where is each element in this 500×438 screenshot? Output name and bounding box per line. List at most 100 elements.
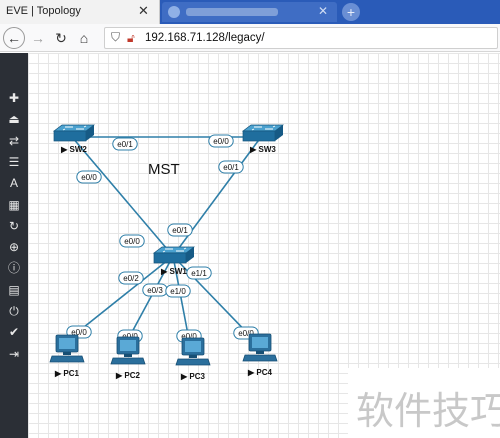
device-pc4[interactable]: ▶ PC4 <box>242 333 278 377</box>
topology-label[interactable]: MST <box>148 161 180 178</box>
port-label-text: e0/1 <box>117 140 133 149</box>
port-label-text: e0/0 <box>213 137 229 146</box>
device-sw3[interactable]: ▶ SW3 <box>241 124 285 154</box>
port-label-text: e0/0 <box>71 328 87 337</box>
check-circle-icon[interactable]: ✔ <box>8 325 20 340</box>
port-label-text: e0/0 <box>181 332 197 341</box>
pc-stand <box>256 351 264 354</box>
url-text: 192.168.71.128/legacy/ <box>145 32 265 44</box>
grid-icon[interactable]: ▦ <box>8 197 20 212</box>
forward-button[interactable]: → <box>31 30 45 46</box>
zoom-in-icon[interactable]: ⊕ <box>8 240 20 255</box>
topology-diagram[interactable]: e0/1 e0/0 e0/0 e0/0 e0/1 e0/1 e0/2 e0/0 e0/3 e0/0… <box>28 53 500 438</box>
new-tab-button[interactable]: + <box>342 3 360 21</box>
switch-arrows <box>251 125 276 131</box>
pc-screen <box>120 340 136 351</box>
port-label-pill <box>118 271 144 285</box>
switch-side <box>186 247 194 263</box>
switch-body <box>53 130 87 142</box>
device-label[interactable]: ▶ PC2 <box>115 371 140 380</box>
port-label-text: e0/1 <box>223 163 239 172</box>
port-label-text: e0/1 <box>172 226 188 235</box>
port-label-pill <box>119 234 145 248</box>
port-label-text: e0/0 <box>81 173 97 182</box>
pc-screen <box>185 341 201 352</box>
font-icon[interactable]: A <box>9 176 18 191</box>
power-icon[interactable]: ⏻ <box>9 304 19 318</box>
port-label-text: e1/0 <box>170 287 186 296</box>
port-label[interactable]: e1/1 <box>186 266 212 280</box>
eve-sidebar: ✚ ⏏ ⇄ ☰ A ▦ ↻ ⊕ ⓘ ▤ ⏻ ✔ ⇥ <box>0 53 28 438</box>
port-label[interactable]: e0/1 <box>167 223 193 237</box>
refresh-icon[interactable]: ↻ <box>8 218 20 233</box>
port-label[interactable]: e1/0 <box>165 284 191 298</box>
device-pc2[interactable]: ▶ PC2 <box>110 336 146 380</box>
port-label[interactable]: e0/0 <box>76 170 102 184</box>
port-label[interactable]: e0/2 <box>118 271 144 285</box>
home-button[interactable]: ⌂ <box>79 30 89 46</box>
tab-title: EVE | Topology <box>6 5 81 17</box>
close-icon[interactable]: ✕ <box>318 4 329 18</box>
device-pc1[interactable]: ▶ PC1 <box>49 334 85 378</box>
pc-keyboard <box>242 354 278 362</box>
device-label[interactable]: ▶ PC1 <box>54 369 79 378</box>
device-label[interactable]: ▶ SW3 <box>249 145 276 154</box>
port-label-pill <box>112 137 138 151</box>
shield-icon[interactable]: ⛉ <box>111 30 121 44</box>
switch-body <box>242 130 276 142</box>
port-label-text: e0/3 <box>147 286 163 295</box>
tab-eve-topology[interactable]: EVE | Topology ✕ <box>0 0 160 24</box>
port-label[interactable]: e0/0 <box>119 234 145 248</box>
pc-stand <box>124 354 132 357</box>
port-label-pill <box>76 170 102 184</box>
port-label[interactable]: e0/1 <box>112 137 138 151</box>
exchange-icon[interactable]: ⇄ <box>8 133 20 148</box>
port-label-text: e0/0 <box>238 329 254 338</box>
close-icon[interactable]: ✕ <box>138 3 149 18</box>
port-label[interactable]: e0/0 <box>208 134 234 148</box>
port-label-text: e0/0 <box>124 237 140 246</box>
watermark: 软件技巧 <box>348 368 500 438</box>
device-label[interactable]: ▶ SW2 <box>60 145 87 154</box>
pc-screen <box>59 338 75 349</box>
pc-stand <box>63 352 71 355</box>
tab-other[interactable]: ✕ <box>162 2 337 22</box>
pc-stand <box>189 355 197 358</box>
device-label[interactable]: ▶ SW1 <box>160 267 187 276</box>
device-sw1[interactable]: ▶ SW1 <box>152 246 196 276</box>
topology-canvas[interactable] <box>28 53 500 438</box>
device-sw2[interactable]: ▶ SW2 <box>52 124 96 154</box>
reload-button[interactable]: ↻ <box>55 30 67 46</box>
insecure-lock-icon[interactable]: 🔓︎ <box>127 31 135 45</box>
link-sw2-sw1[interactable] <box>71 136 174 257</box>
port-label[interactable]: e0/1 <box>218 160 244 174</box>
device-label[interactable]: ▶ PC4 <box>247 368 272 377</box>
pc-screen <box>252 337 268 348</box>
back-button[interactable]: ← <box>3 27 25 49</box>
sign-out-icon[interactable]: ⇥ <box>8 346 20 361</box>
port-label-pill <box>186 266 212 280</box>
device-pc3[interactable]: ▶ PC3 <box>175 337 211 381</box>
switch-side <box>275 125 283 141</box>
address-bar[interactable]: ⛉ 🔓︎ 192.168.71.128/legacy/ <box>104 27 498 49</box>
eject-icon[interactable]: ⏏ <box>8 112 20 127</box>
port-label-pill <box>167 223 193 237</box>
port-label-text: e0/2 <box>123 274 139 283</box>
add-node-icon[interactable]: ✚ <box>8 91 20 105</box>
link-sw3-sw1[interactable] <box>172 136 262 257</box>
switch-arrows <box>62 125 87 131</box>
switch-side <box>86 125 94 141</box>
switch-arrows <box>162 247 187 253</box>
port-label-pill <box>165 284 191 298</box>
pc-keyboard <box>49 355 85 363</box>
favicon-icon <box>168 6 180 18</box>
pc-keyboard <box>110 357 146 365</box>
device-label[interactable]: ▶ PC3 <box>180 372 205 381</box>
align-left-icon[interactable]: ☰ <box>8 154 20 169</box>
nav-toolbar: ← → ↻ ⌂ ⛉ 🔓︎ 192.168.71.128/legacy/ <box>0 24 500 52</box>
port-label[interactable]: e0/3 <box>142 283 168 297</box>
info-icon[interactable]: ⓘ <box>7 261 20 276</box>
switch-body <box>153 252 187 264</box>
list-icon[interactable]: ▤ <box>8 282 20 297</box>
